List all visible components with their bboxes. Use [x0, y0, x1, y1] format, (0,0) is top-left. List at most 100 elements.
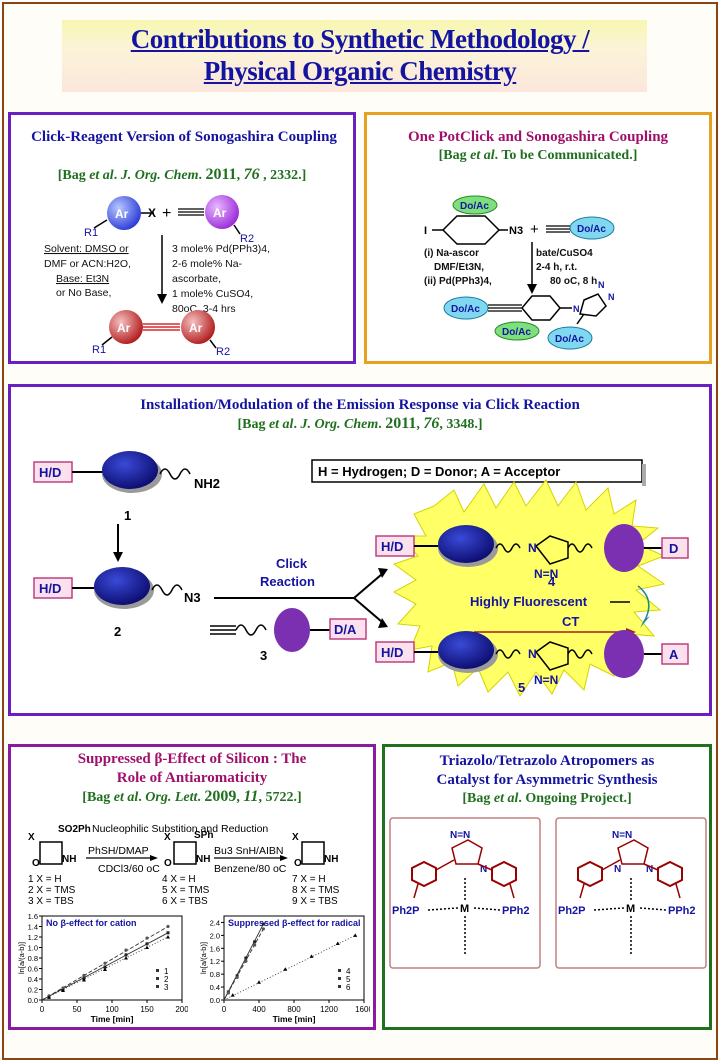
svg-text:7 X = H: 7 X = H [292, 874, 326, 885]
point-3 [82, 978, 86, 982]
svg-text:PPh2: PPh2 [668, 905, 696, 917]
legend-entry-6: 6 [346, 983, 351, 992]
svg-text:Ph2P: Ph2P [392, 905, 420, 917]
svg-text:5: 5 [518, 680, 525, 695]
svg-text:Highly Fluorescent: Highly Fluorescent [470, 594, 588, 609]
one-pot-scheme: Do/Ac I N3 + Do/Ac (i) Na-ascor bate/CuS… [424, 195, 615, 350]
svg-text:O: O [32, 858, 40, 869]
page-title-line1: Contributions to Synthetic Methodology / [130, 24, 590, 54]
point-3 [145, 945, 149, 949]
svg-text:N=N: N=N [450, 830, 470, 841]
svg-text:SPh: SPh [194, 830, 213, 841]
legend-marker-4 [338, 969, 341, 972]
svg-text:H/D: H/D [381, 645, 403, 660]
y-tick-label: 0.6 [28, 965, 38, 974]
one-pot-title: One PotClick and Sonogashira Coupling [407, 129, 669, 145]
x-tick-label: 400 [252, 1005, 266, 1014]
y-tick-label: 0.8 [210, 970, 220, 979]
y-tick-label: 2.4 [210, 918, 220, 927]
legend-marker-6 [338, 985, 341, 988]
acceptor-ellipse-3 [274, 608, 310, 652]
svg-text:4 X = H: 4 X = H [162, 874, 196, 885]
sonogashira-scheme: Ar R1 X + Ar R2 Solvent: DMSO or DMF or … [44, 195, 270, 358]
svg-text:R1: R1 [84, 227, 98, 239]
series-line-6 [223, 934, 356, 1001]
y-axis-label: ln[a/(a-b)] [17, 942, 26, 974]
point-5 [235, 975, 239, 979]
point-5 [244, 959, 248, 963]
svg-text:Do/Ac: Do/Ac [577, 224, 606, 235]
silicon-ref: [Bag et al. Org. Lett. 2009, 11, 5722.] [82, 788, 302, 805]
svg-text:N3: N3 [184, 590, 201, 605]
svg-text:4: 4 [548, 574, 556, 589]
svg-text:3 X = TBS: 3 X = TBS [28, 896, 74, 906]
svg-text:bate/CuSO4: bate/CuSO4 [536, 248, 593, 259]
svg-text:2-6 mole% Na-: 2-6 mole% Na- [172, 258, 243, 270]
point-3 [124, 956, 128, 960]
point-4 [261, 922, 265, 926]
svg-text:8 X = TMS: 8 X = TMS [292, 885, 340, 896]
point-6 [309, 954, 314, 958]
svg-text:Do/Ac: Do/Ac [502, 327, 531, 338]
svg-text:6 X = TBS: 6 X = TBS [162, 896, 208, 906]
atropomer-ref: [Bag et al. Ongoing Project.] [462, 791, 632, 806]
svg-text:R1: R1 [92, 344, 106, 356]
legend-entry-5: 5 [346, 975, 351, 984]
point-1 [103, 965, 107, 969]
legend-entry-4: 4 [346, 967, 351, 976]
svg-text:DMF or ACN:H2O,: DMF or ACN:H2O, [44, 258, 131, 270]
product-aryl-left [109, 310, 143, 344]
svg-text:N: N [528, 647, 537, 661]
svg-text:SO2Ph: SO2Ph [58, 824, 91, 835]
atropomer-title-2: Catalyst for Asymmetric Synthesis [436, 772, 658, 788]
x-tick-label: 200 [175, 1005, 188, 1014]
point-3 [166, 935, 170, 939]
atropomer-title-1: Triazolo/Tetrazolo Atropomers as [439, 753, 655, 769]
svg-text:Base: Et3N: Base: Et3N [56, 273, 109, 285]
title-banner [62, 20, 647, 92]
point-1 [166, 931, 170, 935]
y-tick-label: 0.0 [210, 996, 220, 1005]
point-3 [61, 988, 65, 993]
y-tick-label: 0.4 [210, 983, 220, 992]
one-pot-ref: [Bag et al. To be Communicated.] [438, 148, 638, 163]
svg-text:+: + [162, 205, 171, 222]
y-tick-label: 1.2 [28, 933, 38, 942]
svg-text:X: X [164, 832, 171, 843]
svg-text:A: A [669, 647, 679, 662]
svg-text:X: X [292, 832, 299, 843]
sonogashira-title: Click-Reagent Version of Sonogashira Cou… [31, 129, 337, 145]
svg-text:NH: NH [196, 854, 210, 865]
svg-text:N=N: N=N [534, 567, 558, 581]
silicon-title-2: Role of Antiaromaticity [116, 770, 268, 786]
svg-text:Ph2P: Ph2P [558, 905, 586, 917]
silicon-scheme: Nucleophilic Substition and Reduction X … [28, 823, 340, 906]
one-pot-panel [364, 112, 712, 364]
aryl-blue-sphere [107, 196, 141, 230]
svg-text:NH: NH [62, 854, 76, 865]
svg-text:N3: N3 [509, 225, 523, 237]
product-aryl-right [181, 310, 215, 344]
emission-scheme: H = Hydrogen; D = Donor; A = Acceptor H/… [33, 451, 689, 697]
svg-text:80 oC, 8 h: 80 oC, 8 h [550, 276, 597, 287]
svg-text:Reaction: Reaction [260, 574, 315, 589]
svg-text:2: 2 [114, 624, 121, 639]
svg-text:Ar: Ar [115, 207, 129, 221]
svg-text:Bu3 SnH/AIBN: Bu3 SnH/AIBN [214, 845, 283, 857]
sonogashira-ref: [Bag et al. J. Org. Chem. 2011, 76 , 233… [57, 166, 307, 183]
svg-text:1 X = H: 1 X = H [28, 874, 62, 885]
svg-text:PhSH/DMAP: PhSH/DMAP [88, 845, 149, 857]
x-axis-label: Time [min] [91, 1014, 134, 1024]
svg-text:+: + [530, 221, 539, 238]
svg-text:R2: R2 [240, 233, 254, 245]
svg-text:DMF/Et3N,: DMF/Et3N, [434, 262, 484, 273]
svg-text:5 X = TMS: 5 X = TMS [162, 885, 210, 896]
svg-text:Nucleophilic Substition and Re: Nucleophilic Substition and Reduction [92, 823, 268, 835]
svg-text:R2: R2 [216, 346, 230, 358]
svg-text:O: O [294, 858, 302, 869]
y-tick-label: 0.2 [28, 986, 38, 995]
legend-entry-1: 1 [164, 967, 169, 976]
atropomer-structures: N=N N Ph2P PPh2 M N=N N N Ph2P PPh2 M [389, 817, 707, 969]
point-4 [244, 956, 248, 960]
